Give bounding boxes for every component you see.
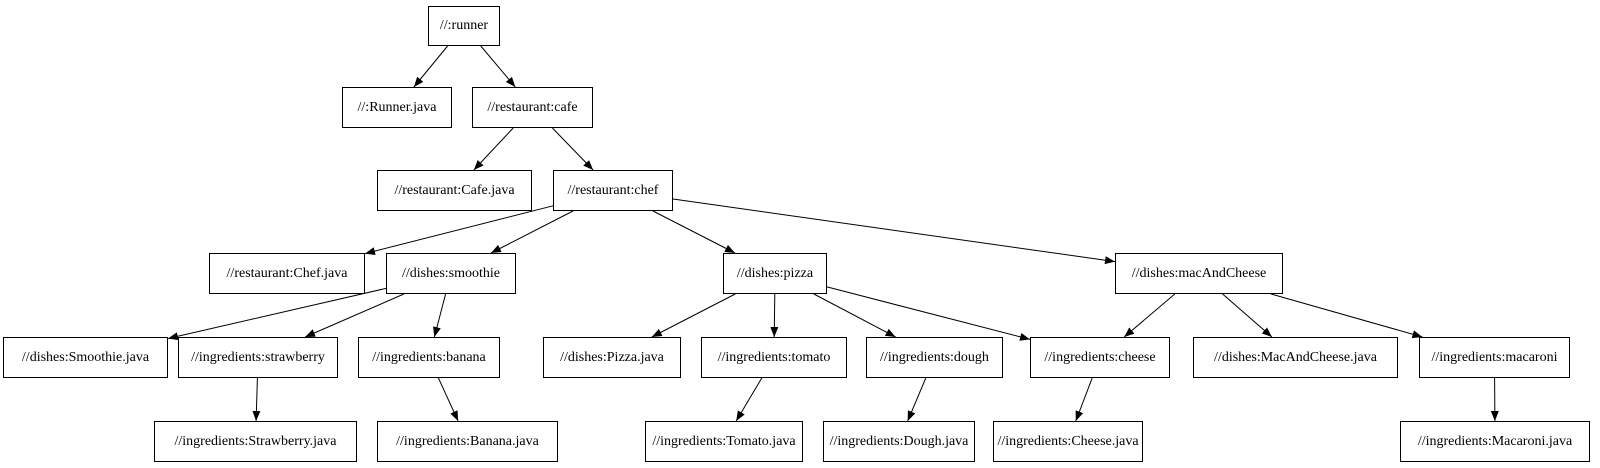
graph-node-cafe-java: //restaurant:Cafe.java <box>377 170 532 211</box>
graph-node-pizza: //dishes:pizza <box>723 253 827 294</box>
graph-node-cheese: //ingredients:cheese <box>1030 337 1170 378</box>
graph-edge <box>1123 293 1176 338</box>
graph-edge <box>473 127 514 171</box>
graph-node-chef: //restaurant:chef <box>553 170 673 211</box>
graph-node-tomato-java: //ingredients:Tomato.java <box>645 421 803 462</box>
graph-edge <box>304 293 405 338</box>
graph-node-macaroni: //ingredients:macaroni <box>1419 337 1570 378</box>
graph-node-smoothie-java: //dishes:Smoothie.java <box>3 337 168 378</box>
graph-node-strawberry-java: //ingredients:Strawberry.java <box>154 421 357 462</box>
graph-edge <box>1075 377 1093 422</box>
graph-edge <box>813 293 896 338</box>
graph-node-pizza-java: //dishes:Pizza.java <box>543 337 681 378</box>
graph-edge <box>437 377 459 422</box>
graph-edge <box>552 127 594 171</box>
graph-node-cafe: //restaurant:cafe <box>472 87 593 128</box>
graph-node-cheese-java: //ingredients:Cheese.java <box>993 421 1143 462</box>
graph-edge <box>651 293 736 338</box>
graph-node-chef-java: //restaurant:Chef.java <box>209 253 365 294</box>
graph-node-mac-and-cheese: //dishes:macAndCheese <box>1115 253 1283 294</box>
graph-edge <box>1270 293 1423 339</box>
graph-node-tomato: //ingredients:tomato <box>701 337 847 378</box>
graph-node-dough: //ingredients:dough <box>866 337 1003 378</box>
graph-edge <box>433 293 447 338</box>
graph-edge <box>480 45 516 88</box>
graph-node-runner-java: //:Runner.java <box>342 87 452 128</box>
graph-node-runner: //:runner <box>428 6 500 46</box>
graph-edge <box>490 210 574 254</box>
graph-edge <box>413 45 448 88</box>
graph-node-macaroni-java: //ingredients:Macaroni.java <box>1400 421 1590 462</box>
graph-edge <box>735 377 763 422</box>
graph-edge <box>364 205 554 256</box>
graph-node-dough-java: //ingredients:Dough.java <box>823 421 975 462</box>
graph-edge <box>1222 293 1273 338</box>
graph-node-strawberry: //ingredients:strawberry <box>178 337 338 378</box>
graph-node-banana: //ingredients:banana <box>358 337 500 378</box>
graph-edge <box>907 377 927 422</box>
graph-node-banana-java: //ingredients:Banana.java <box>377 421 558 462</box>
graph-node-mac-and-cheese-java: //dishes:MacAndCheese.java <box>1193 337 1398 378</box>
graph-node-smoothie: //dishes:smoothie <box>386 253 516 294</box>
graph-edge <box>652 210 736 254</box>
graph-edge <box>167 287 387 341</box>
graph-edge <box>826 286 1031 341</box>
graph-edge <box>252 377 261 422</box>
graph-edge <box>770 293 779 338</box>
